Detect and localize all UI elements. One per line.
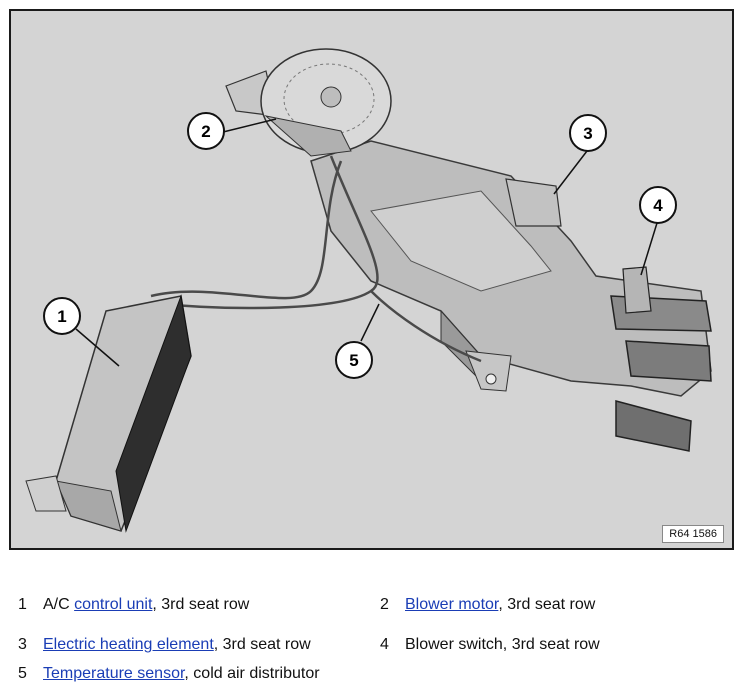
legend-text-suffix: , 3rd seat row bbox=[152, 596, 250, 613]
diagram-illustration: 1 2 3 4 5 bbox=[25, 48, 712, 533]
wiring-harness bbox=[150, 155, 482, 363]
heating-element-bracket bbox=[505, 178, 562, 227]
outlet-vent-lower bbox=[625, 340, 712, 382]
svg-text:4: 4 bbox=[653, 196, 663, 215]
legend-number: 5 bbox=[18, 665, 27, 682]
legend-item-4: 4 Blower switch, 3rd seat row bbox=[380, 636, 600, 654]
legend-item-2: 2 Blower motor, 3rd seat row bbox=[380, 596, 595, 614]
temperature-sensor-link[interactable]: Temperature sensor bbox=[43, 665, 185, 682]
callout-2: 2 bbox=[187, 112, 225, 150]
blower-switch bbox=[622, 266, 652, 314]
legend-text-suffix: , cold air distributor bbox=[184, 665, 320, 682]
control-unit-link[interactable]: control unit bbox=[74, 596, 153, 613]
legend-number: 4 bbox=[380, 636, 389, 653]
outlet-vent-bottom bbox=[615, 400, 692, 452]
legend-text-suffix: , 3rd seat row bbox=[213, 636, 311, 653]
callout-5: 5 bbox=[335, 341, 373, 379]
figure-reference-id: R64 1586 bbox=[662, 525, 724, 543]
svg-text:2: 2 bbox=[201, 122, 210, 141]
callout-3: 3 bbox=[569, 114, 607, 152]
svg-text:5: 5 bbox=[349, 351, 358, 370]
legend-text-suffix: , 3rd seat row bbox=[498, 596, 596, 613]
legend-text-prefix: A/C bbox=[43, 596, 75, 613]
diagram-figure: 1 2 3 4 5 R64 1586 bbox=[9, 9, 734, 550]
legend-number: 3 bbox=[18, 636, 27, 653]
legend-item-3: 3 Electric heating element, 3rd seat row bbox=[18, 636, 311, 654]
svg-text:1: 1 bbox=[57, 307, 66, 326]
legend-item-1: 1 A/C control unit, 3rd seat row bbox=[18, 596, 249, 614]
legend-text: Blower switch, 3rd seat row bbox=[405, 636, 600, 653]
electric-heating-element-link[interactable]: Electric heating element bbox=[43, 636, 214, 653]
legend-number: 2 bbox=[380, 596, 389, 613]
blower-motor-link[interactable]: Blower motor bbox=[405, 596, 499, 613]
legend-number: 1 bbox=[18, 596, 27, 613]
callout-1: 1 bbox=[43, 297, 81, 335]
callout-4: 4 bbox=[639, 186, 677, 224]
svg-text:3: 3 bbox=[583, 124, 592, 143]
legend-item-5: 5 Temperature sensor, cold air distributo… bbox=[18, 665, 320, 683]
